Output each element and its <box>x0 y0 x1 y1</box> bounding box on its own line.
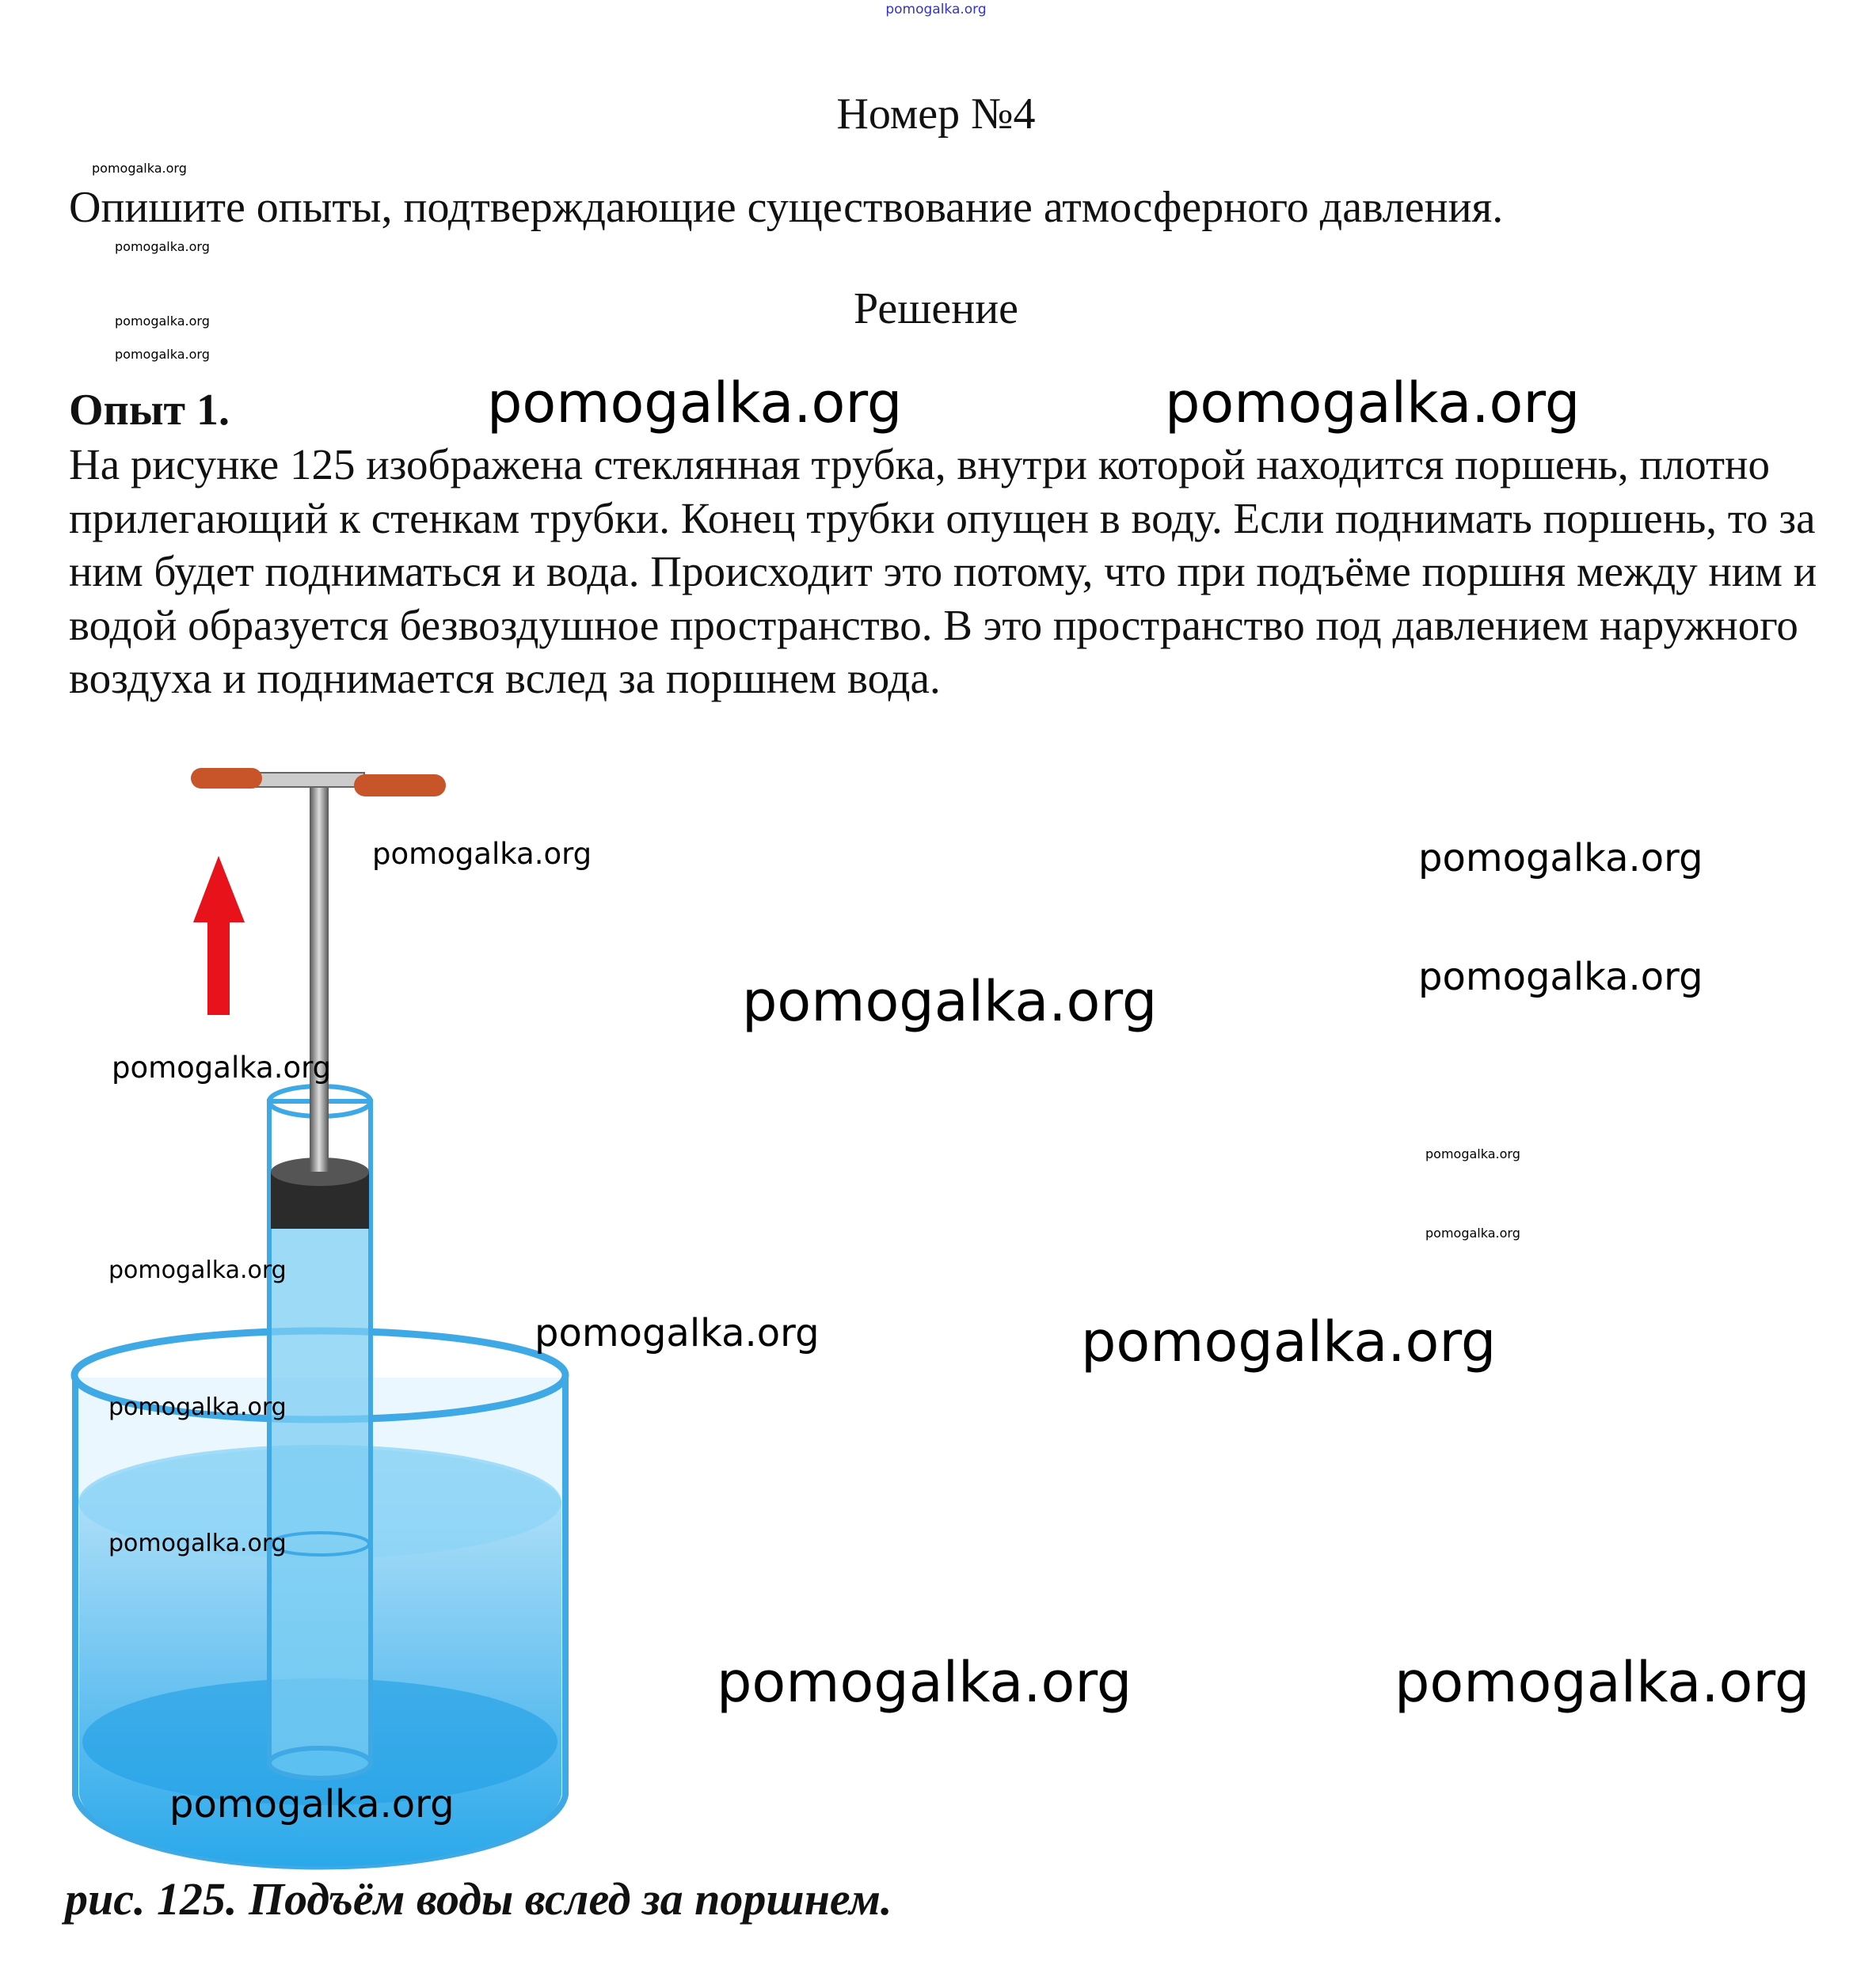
watermark: pomogalka.org <box>108 1393 287 1421</box>
watermark: pomogalka.org <box>717 1650 1132 1715</box>
watermark: pomogalka.org <box>108 1530 287 1557</box>
top-link[interactable]: pomogalka.org <box>885 2 987 17</box>
watermark: pomogalka.org <box>1425 1146 1520 1161</box>
watermark: pomogalka.org <box>92 161 187 176</box>
experiment-description: На рисунке 125 изображена стеклянная тру… <box>69 440 1817 702</box>
watermark: pomogalka.org <box>1165 371 1581 435</box>
piston <box>271 783 369 1229</box>
watermark: pomogalka.org <box>1425 1226 1520 1241</box>
watermark: pomogalka.org <box>112 1051 332 1085</box>
watermark: pomogalka.org <box>742 969 1158 1034</box>
solution-heading: Решение <box>853 284 1019 333</box>
experiment-heading: Опыт 1. <box>69 386 230 435</box>
watermark: pomogalka.org <box>535 1311 820 1355</box>
piston-handle <box>191 768 446 796</box>
watermark: pomogalka.org <box>372 837 592 871</box>
watermark: pomogalka.org <box>1418 955 1703 999</box>
watermark: pomogalka.org <box>169 1782 455 1826</box>
question-text: Опишите опыты, подтверждающие существова… <box>69 183 1504 232</box>
watermark: pomogalka.org <box>1081 1309 1497 1374</box>
watermark: pomogalka.org <box>1394 1650 1810 1715</box>
watermark: pomogalka.org <box>115 314 210 329</box>
watermark: pomogalka.org <box>108 1256 287 1284</box>
watermark: pomogalka.org <box>1418 836 1703 880</box>
watermark: pomogalka.org <box>115 239 210 254</box>
watermark: pomogalka.org <box>115 347 210 362</box>
figure-caption: рис. 125. Подъём воды вслед за поршнем. <box>65 1873 892 1925</box>
glass-tube <box>267 1084 373 1781</box>
arrow-up-icon <box>193 856 245 1015</box>
page-title: Номер №4 <box>836 89 1036 139</box>
watermark: pomogalka.org <box>487 371 903 435</box>
